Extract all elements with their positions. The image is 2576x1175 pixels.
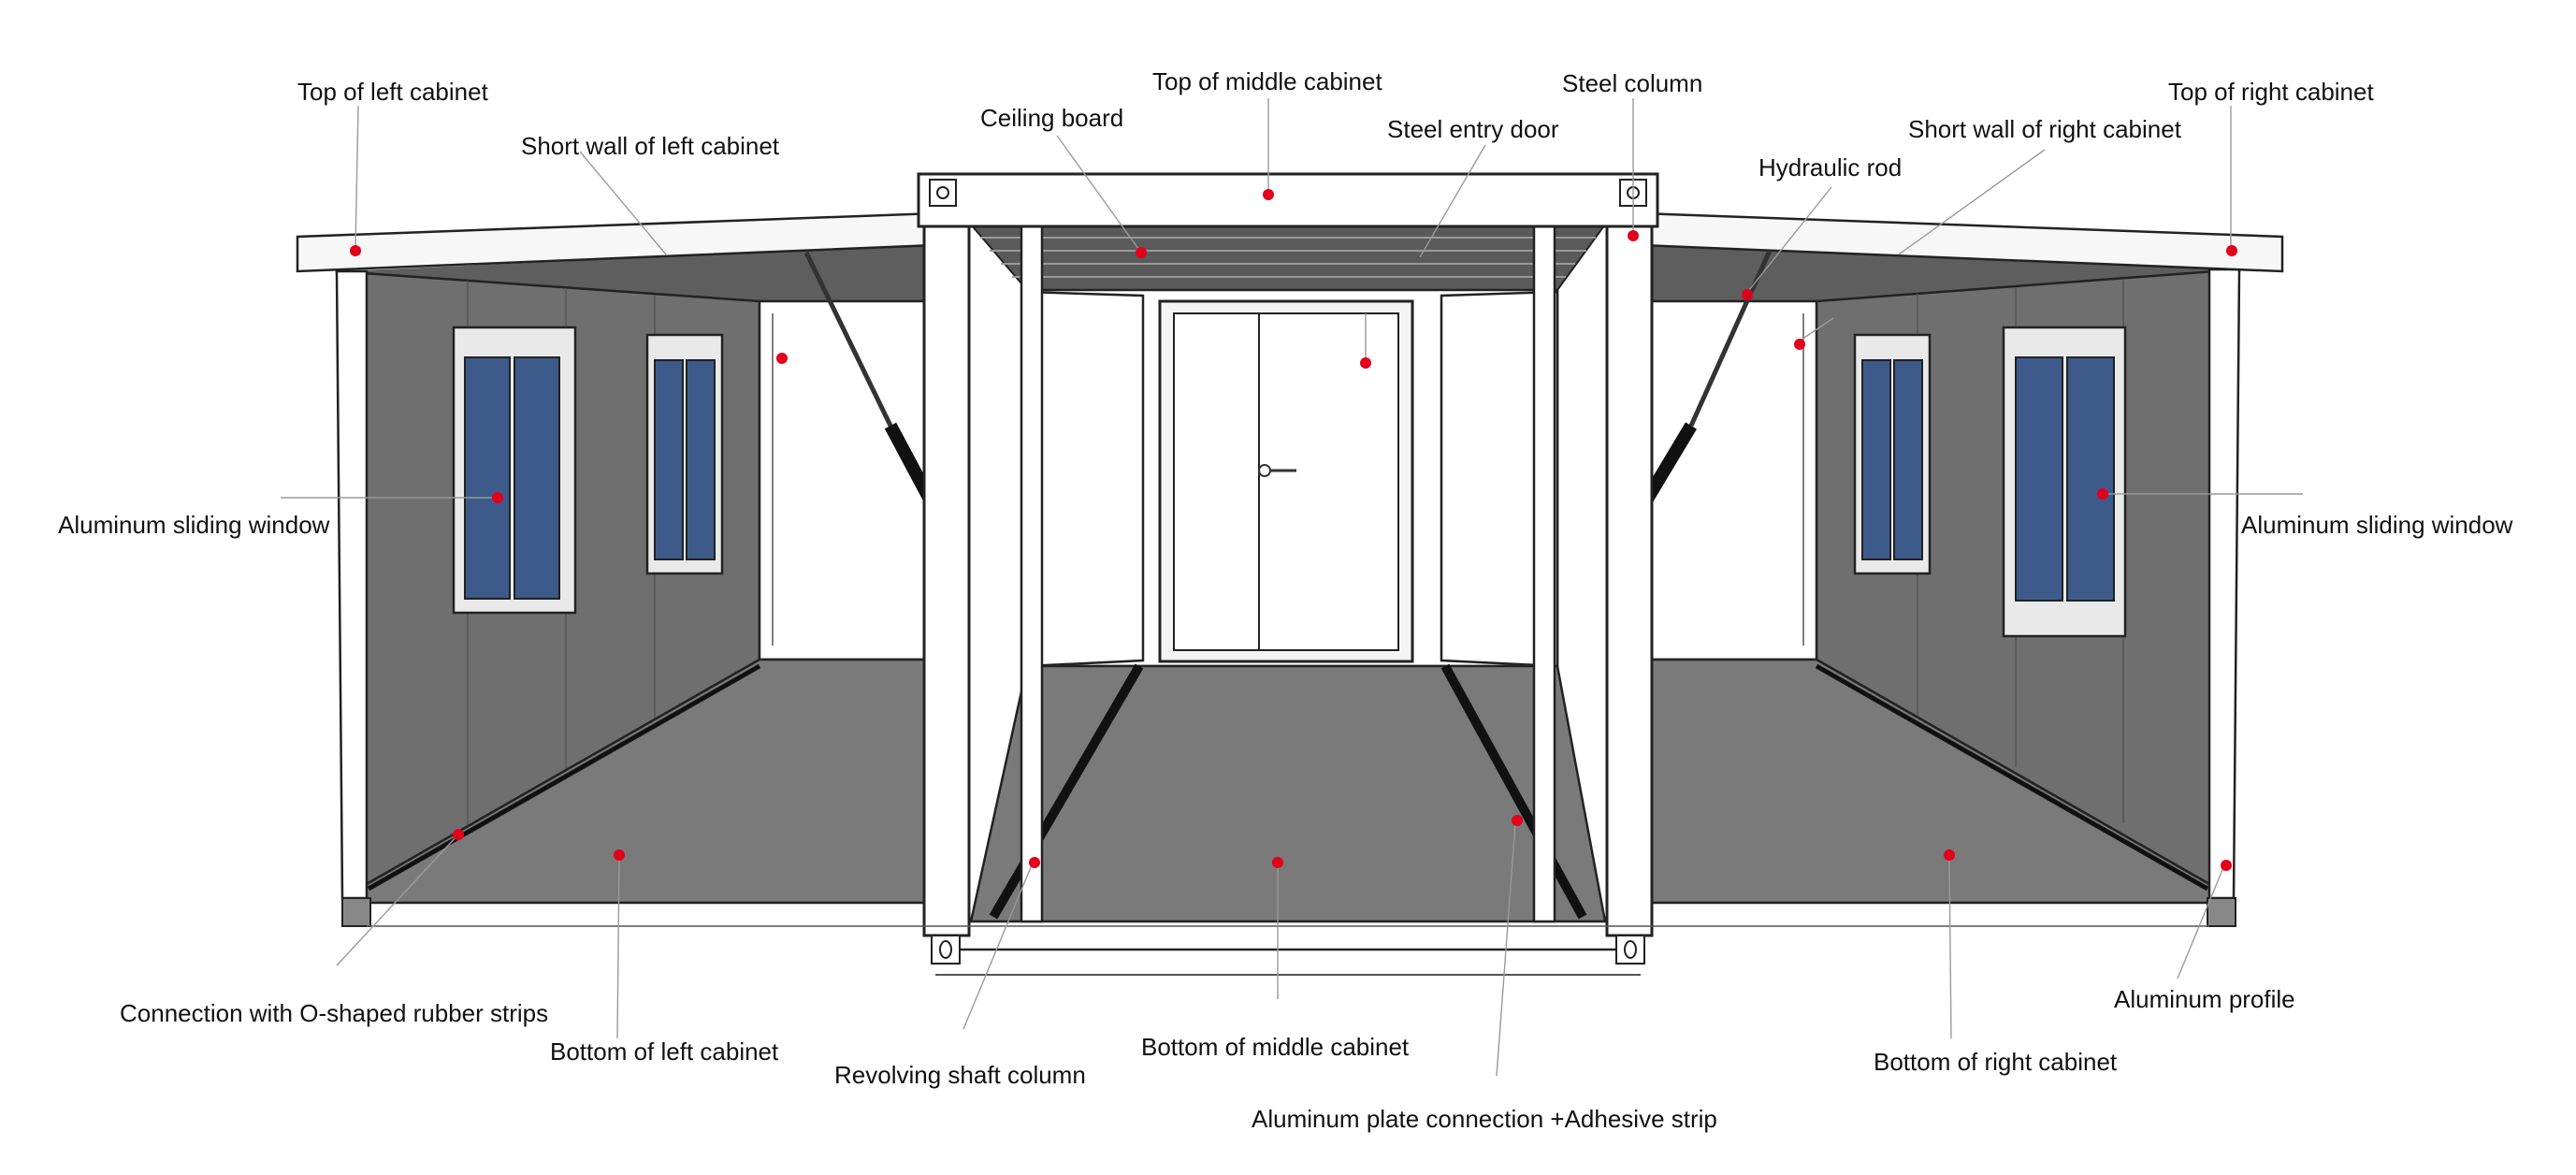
label-hydraulic-rod: Hydraulic rod (1758, 153, 1902, 181)
leader-lines (281, 98, 2303, 1077)
label-rubber-strips: Connection with O-shaped rubber strips (120, 999, 548, 1027)
marker-top-middle-cabinet (1263, 189, 1274, 200)
middle-cabinet (367, 172, 2209, 976)
right-foot (2207, 897, 2236, 927)
right-open-panel (1440, 290, 1559, 668)
right-ceiling (1641, 245, 2239, 301)
label-bottom-left-cabinet: Bottom of left cabinet (550, 1037, 779, 1066)
marker-hydraulic-rod (1742, 289, 1753, 300)
ceiling-board (968, 224, 1607, 291)
label-top-left-cabinet: Top of left cabinet (297, 78, 489, 106)
marker-short-wall-right (1794, 339, 1805, 350)
right-rubber-strip (1815, 663, 2209, 892)
label-short-wall-right: Short wall of right cabinet (1908, 115, 2182, 143)
label-ceiling-board: Ceiling board (980, 104, 1123, 132)
marker-top-right-cabinet (2226, 245, 2237, 256)
marker-short-wall-left (776, 353, 788, 364)
marker-bottom-middle-cabinet (1272, 857, 1283, 868)
label-short-wall-left: Short wall of left cabinet (521, 132, 780, 160)
right-front-post (2207, 268, 2241, 900)
top-of-middle-cabinet (917, 172, 1659, 228)
left-front-post (335, 269, 369, 900)
marker-steel-entry-door (1360, 357, 1371, 369)
aluminum-sliding-window-right-2 (1853, 333, 1932, 575)
marker-bottom-left-cabinet (614, 849, 625, 861)
labels: Top of left cabinet Short wall of left c… (58, 67, 2513, 1133)
marker-aluminum-profile (2221, 860, 2232, 871)
aluminum-sliding-window-left-2 (645, 333, 724, 575)
corner-casting-tl (929, 179, 957, 207)
revolving-shaft-column-left (1020, 223, 1044, 923)
aluminum-plate-connection (989, 663, 1587, 920)
left-ceiling (337, 245, 935, 301)
marker-ceiling-board (1136, 247, 1147, 258)
revolving-shaft-column-right (1532, 223, 1556, 923)
corner-casting-br (1615, 935, 1645, 965)
marker-window-right (2097, 488, 2108, 500)
label-steel-column: Steel column (1562, 69, 1702, 97)
marker-top-left-cabinet (350, 245, 361, 256)
label-aluminum-plate: Aluminum plate connection +Adhesive stri… (1252, 1105, 1717, 1133)
marker-window-left (492, 492, 503, 503)
marker-aluminum-plate (1512, 815, 1523, 826)
label-aluminum-profile: Aluminum profile (2114, 985, 2295, 1013)
label-window-right: Aluminum sliding window (2241, 511, 2513, 539)
ceiling-slats (980, 237, 1596, 278)
marker-bottom-right-cabinet (1944, 849, 1955, 861)
label-bottom-middle-cabinet: Bottom of middle cabinet (1141, 1033, 1410, 1061)
steel-entry-door (1158, 299, 1414, 663)
label-revolving-shaft: Revolving shaft column (834, 1061, 1086, 1089)
aluminum-sliding-window-right-1 (2002, 326, 2127, 638)
marker-steel-column (1628, 230, 1639, 241)
steel-column-left (922, 223, 971, 937)
markers (350, 189, 2237, 871)
left-open-panel (1025, 290, 1145, 668)
label-window-left: Aluminum sliding window (58, 511, 330, 539)
label-top-middle-cabinet: Top of middle cabinet (1152, 67, 1382, 95)
short-wall-right-cabinet (1639, 299, 1818, 661)
label-steel-entry-door: Steel entry door (1387, 115, 1559, 143)
marker-rubber-strips (453, 829, 464, 840)
steel-column-right (1605, 223, 1654, 937)
left-cabinet (296, 211, 942, 927)
right-cabinet (1634, 211, 2284, 927)
corner-casting-bl (931, 935, 961, 965)
label-top-right-cabinet: Top of right cabinet (2168, 78, 2374, 106)
left-foot (341, 897, 371, 927)
label-bottom-right-cabinet: Bottom of right cabinet (1874, 1048, 2118, 1076)
aluminum-sliding-window-left-1 (452, 326, 577, 615)
left-rubber-strip (367, 663, 761, 892)
marker-revolving-shaft (1029, 857, 1040, 868)
